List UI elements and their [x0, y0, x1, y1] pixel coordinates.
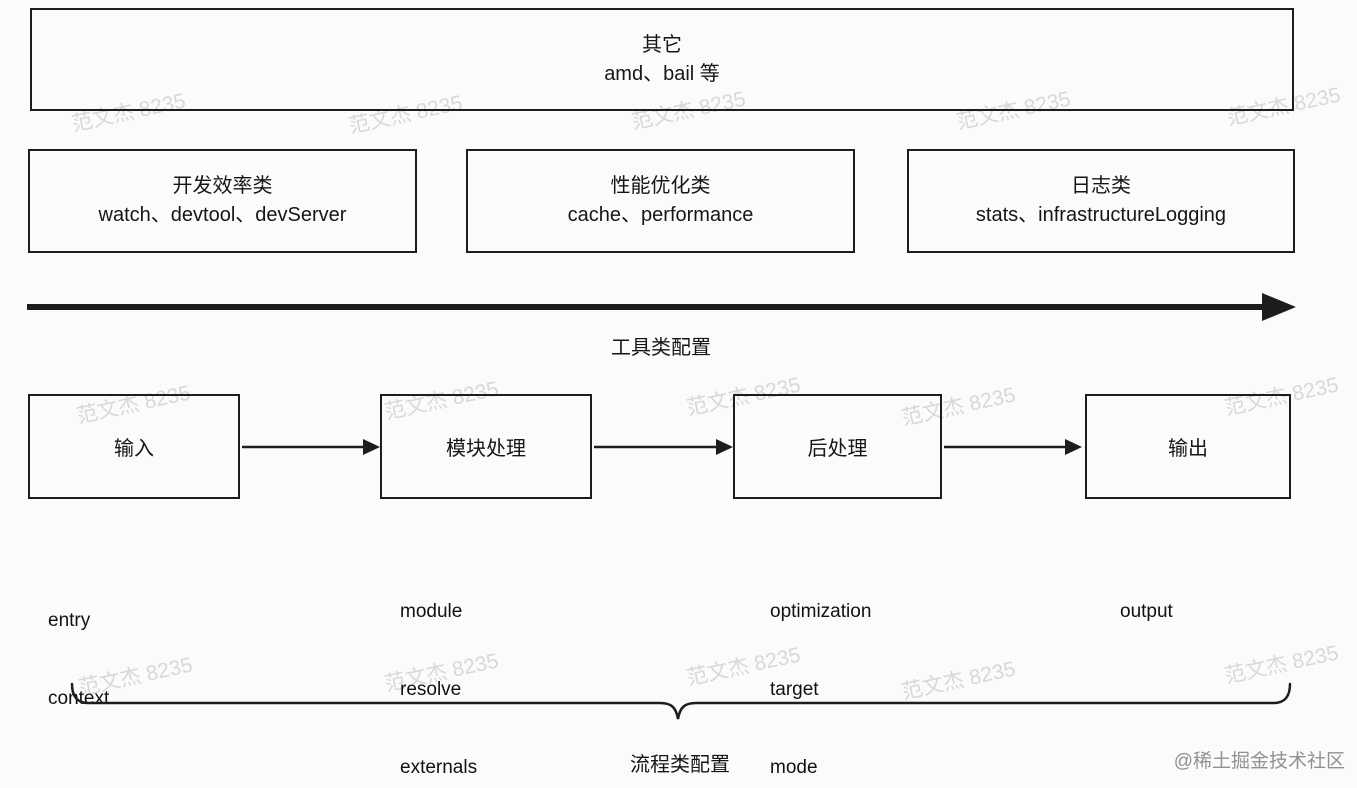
flow-connectors — [242, 439, 1082, 455]
flow-node-input-label: 输入 — [114, 438, 154, 460]
arrowhead-icon — [1065, 439, 1082, 455]
arrowhead-icon — [363, 439, 380, 455]
prop-target: target — [770, 679, 819, 700]
dev-efficiency-box: 开发效率类 watch、devtool、devServer — [28, 149, 417, 253]
prop-module: module — [400, 601, 463, 622]
logging-title: 日志类 — [1071, 175, 1131, 197]
other-config-subtitle: amd、bail 等 — [604, 62, 720, 85]
prop-output: output — [1120, 601, 1173, 622]
performance-subtitle: cache、performance — [567, 204, 754, 226]
flow-node-post-processing-label: 后处理 — [807, 438, 868, 460]
dev-efficiency-subtitle: watch、devtool、devServer — [98, 204, 347, 226]
performance-box: 性能优化类 cache、performance — [466, 149, 855, 253]
prop-optimization: optimization — [770, 601, 872, 622]
output-props-list: output — [1120, 547, 1173, 677]
dev-efficiency-title: 开发效率类 — [172, 175, 273, 197]
tool-axis-label: 工具类配置 — [611, 337, 711, 359]
logging-box: 日志类 stats、infrastructureLogging — [907, 149, 1295, 253]
arrowhead-icon — [1262, 293, 1296, 321]
flow-group-brace — [70, 682, 1292, 720]
module-props-list: module resolve externals ... — [400, 547, 477, 788]
other-config-box: 其它 amd、bail 等 — [30, 8, 1294, 111]
other-config-title: 其它 — [642, 33, 682, 56]
flow-node-module-processing-label: 模块处理 — [446, 438, 526, 460]
prop-entry: entry — [48, 610, 91, 631]
community-credit: @稀土掘金技术社区 — [1173, 751, 1345, 772]
prop-resolve: resolve — [400, 679, 462, 700]
logging-subtitle: stats、infrastructureLogging — [975, 204, 1227, 226]
prop-externals: externals — [400, 757, 478, 778]
flow-node-output-label: 输出 — [1168, 438, 1208, 460]
performance-title: 性能优化类 — [610, 175, 711, 197]
flow-node-input: 输入 — [28, 394, 240, 499]
flow-node-module-processing: 模块处理 — [380, 394, 592, 499]
flow-node-post-processing: 后处理 — [733, 394, 942, 499]
arrowhead-icon — [716, 439, 733, 455]
prop-mode: mode — [770, 757, 818, 778]
tool-axis-arrow — [27, 293, 1296, 321]
postprocess-props-list: optimization target mode ... — [770, 547, 871, 788]
flow-group-label: 流程类配置 — [630, 754, 730, 776]
input-props-list: entry context — [48, 556, 109, 764]
flow-node-output: 输出 — [1085, 394, 1291, 499]
